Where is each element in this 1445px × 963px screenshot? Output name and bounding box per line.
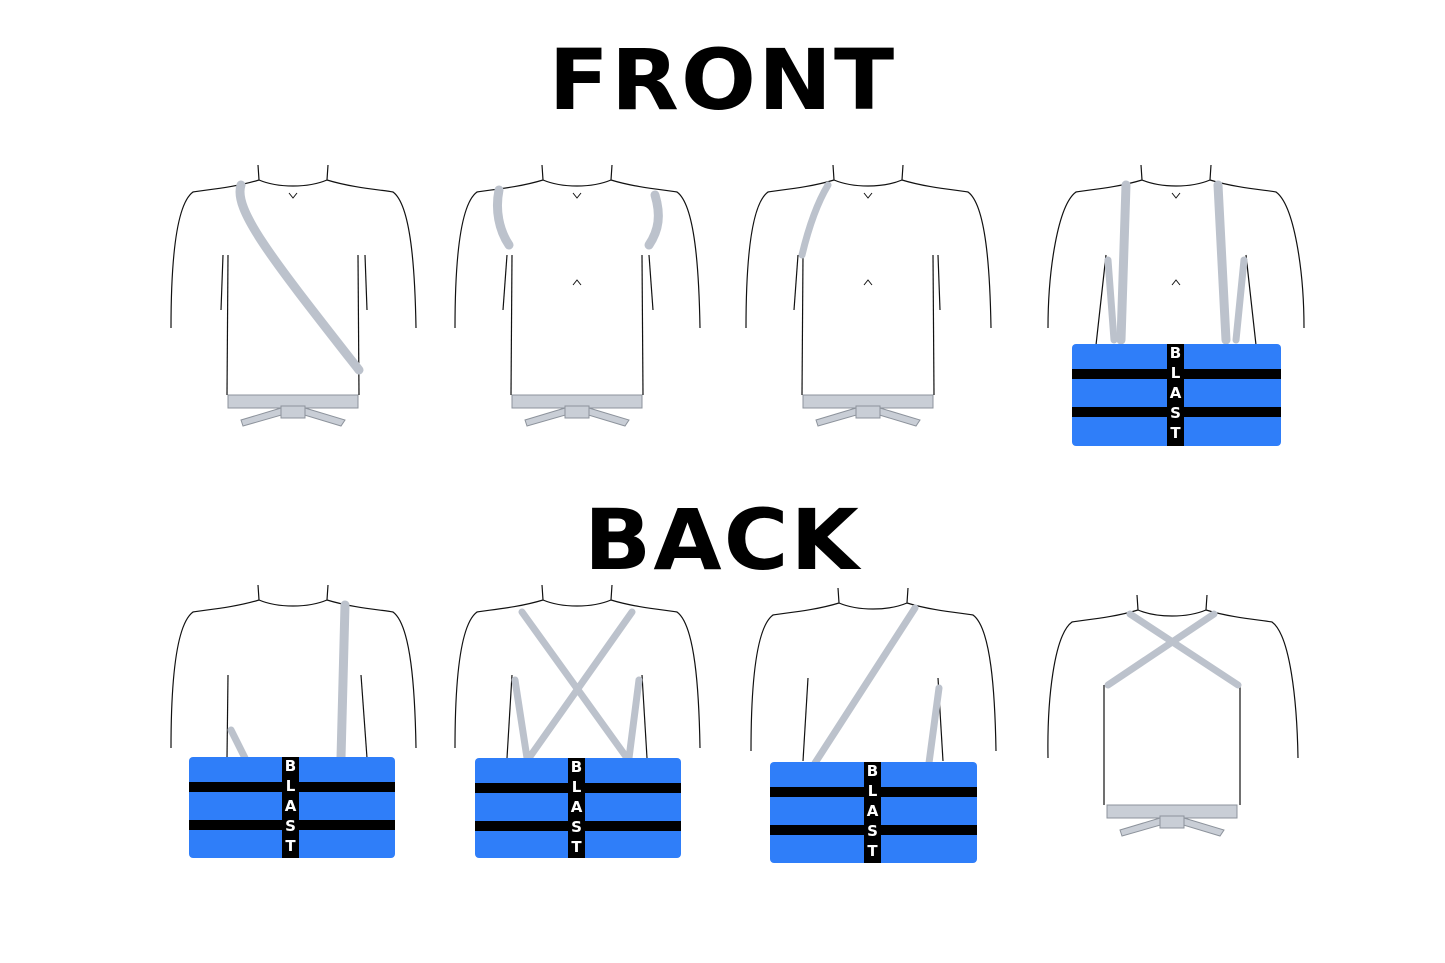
panel-logo-letter: S: [571, 818, 582, 836]
panel-logo-letter: L: [572, 778, 582, 796]
back-figure-1: [170, 584, 417, 763]
front-figure-4: [1047, 164, 1305, 346]
panel-logo-letter: A: [1170, 384, 1182, 402]
panel-logo-letter: A: [867, 802, 879, 820]
back-heading: BACK: [584, 491, 861, 589]
panel-logo-letter: A: [285, 797, 297, 815]
back-figure-2: [454, 584, 701, 762]
panel-logo-letter: S: [867, 822, 878, 840]
panel-logo-letter: T: [1170, 424, 1181, 442]
blast-panel-front-4: B L A S T: [1072, 344, 1281, 446]
panel-logo-letter: B: [285, 757, 296, 775]
blast-panel-back-1: B L A S T: [189, 757, 395, 858]
front-figure-2: [454, 164, 701, 427]
blast-panel-back-3: B L A S T: [770, 762, 977, 863]
panel-logo-letter: L: [1171, 364, 1181, 382]
back-figure-4: [1047, 594, 1299, 837]
panel-logo-letter: L: [868, 782, 878, 800]
panel-logo: B: [1170, 344, 1181, 362]
blast-panel-back-2: B L A S T: [475, 758, 681, 858]
panel-logo-letter: S: [285, 817, 296, 835]
front-figure-3: [745, 164, 992, 427]
panel-logo-letter: A: [571, 798, 583, 816]
panel-logo-letter: T: [571, 838, 582, 856]
back-figure-3: [750, 587, 997, 767]
front-figure-1: [170, 164, 417, 427]
panel-logo-letter: T: [867, 842, 878, 860]
panel-logo-letter: T: [285, 837, 296, 855]
panel-logo-letter: B: [867, 762, 878, 780]
panel-logo-letter: B: [571, 758, 582, 776]
panel-logo-letter: S: [1170, 404, 1181, 422]
front-heading: FRONT: [548, 31, 897, 129]
panel-logo-letter: L: [286, 777, 296, 795]
